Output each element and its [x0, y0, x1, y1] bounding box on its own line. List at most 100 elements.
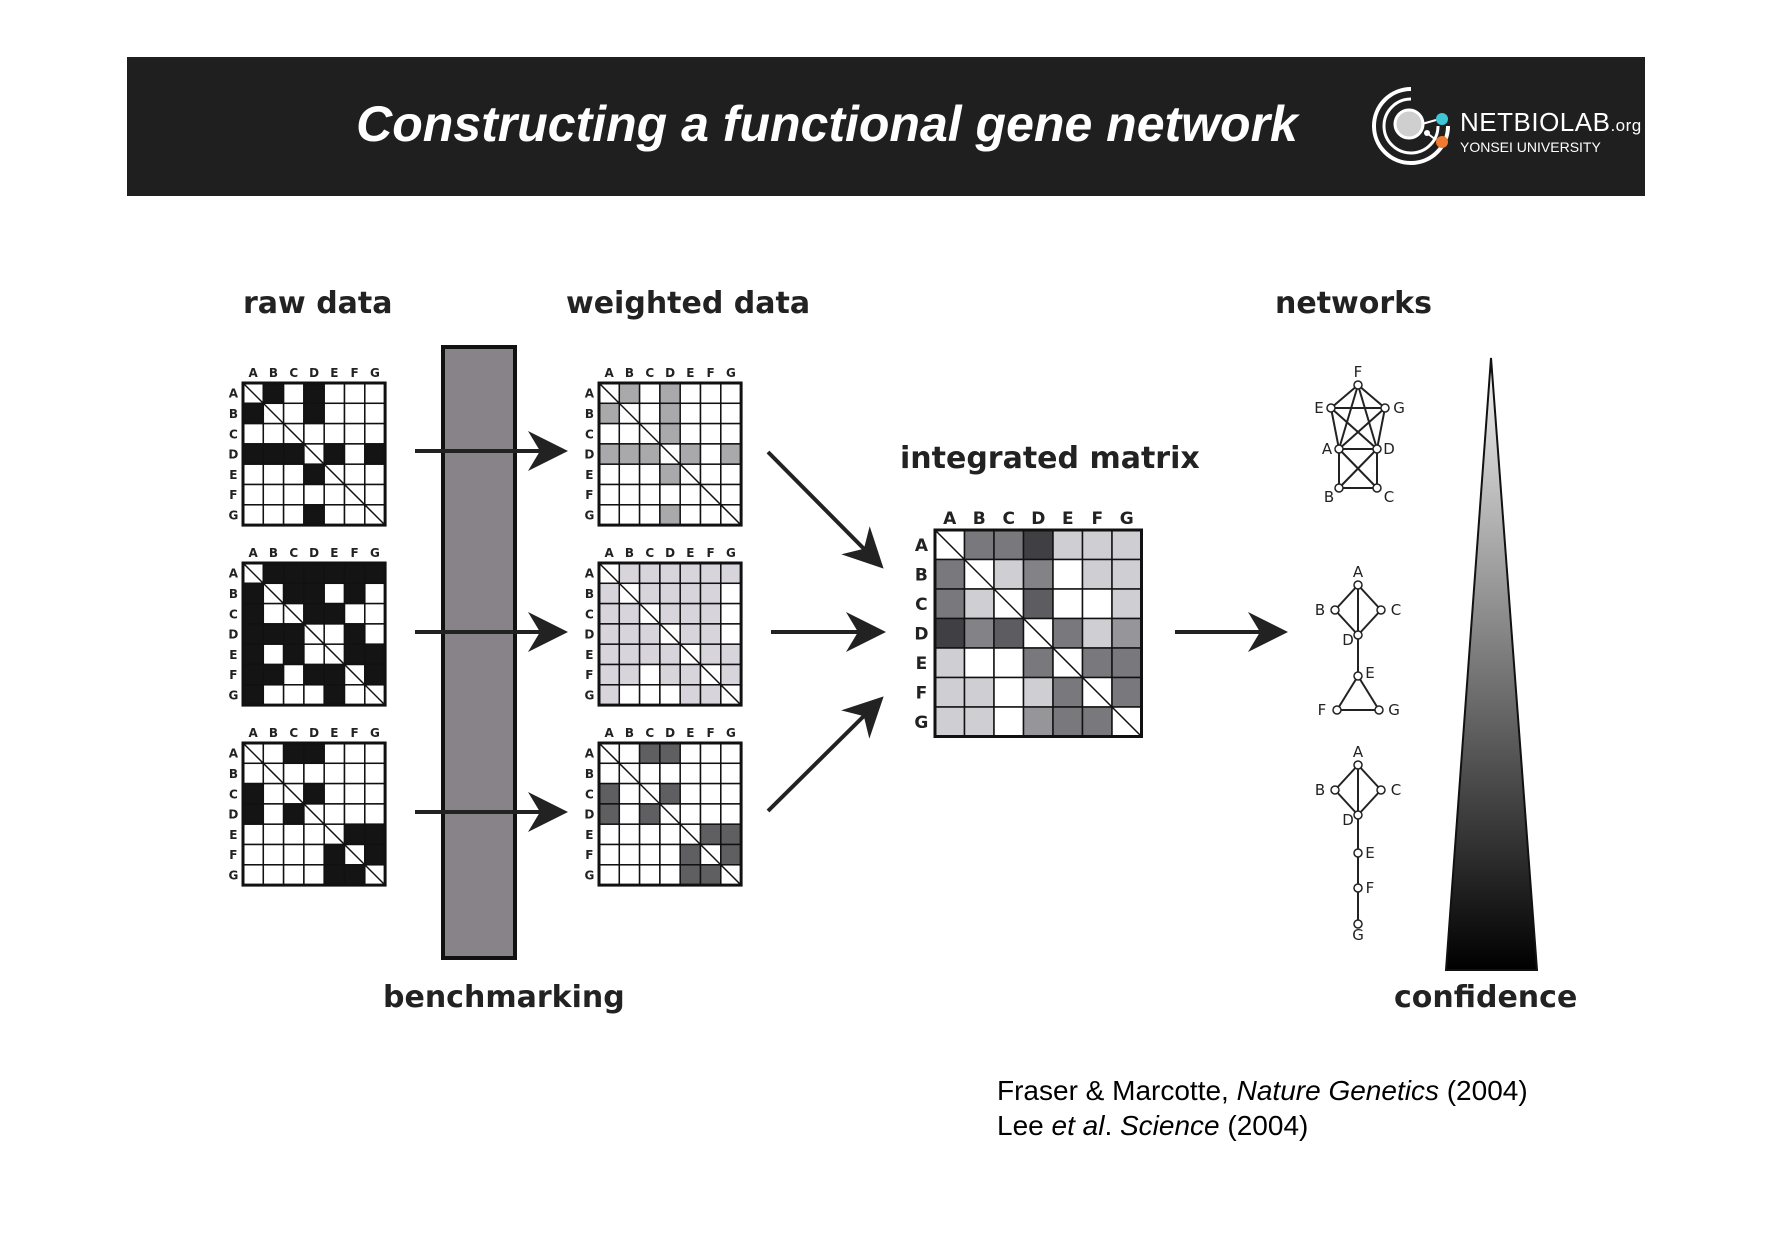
- row-label: G: [228, 509, 238, 523]
- matrix-cell: [659, 643, 681, 666]
- matrix-cell: [364, 443, 386, 465]
- matrix-cell: [242, 663, 265, 686]
- matrix-cell: [720, 602, 742, 625]
- matrix-cell: [262, 483, 285, 506]
- matrix-cell: [993, 676, 1025, 708]
- matrix-cell: [242, 782, 265, 805]
- matrix-cell: [638, 762, 661, 785]
- matrix-cell: [598, 623, 621, 645]
- matrix-cell: [343, 602, 366, 625]
- matrix-cell: [598, 422, 621, 445]
- row-label: E: [585, 828, 593, 842]
- network-node-label: G: [1352, 926, 1364, 944]
- matrix-cell: [638, 562, 661, 585]
- matrix-cell: [364, 602, 386, 625]
- matrix-cell: [303, 562, 325, 585]
- row-label: F: [585, 848, 593, 862]
- row-label: B: [229, 767, 238, 781]
- network-node: [1353, 883, 1363, 893]
- matrix-cell: [993, 558, 1025, 590]
- row-label: E: [229, 828, 237, 842]
- matrix-cell: [963, 617, 995, 649]
- column-label: E: [330, 366, 338, 380]
- network-edge: [1357, 584, 1382, 611]
- matrix-cell: [659, 422, 681, 445]
- network-node: [1334, 444, 1344, 454]
- matrix-cell: [343, 504, 366, 526]
- matrix-cell: [343, 643, 366, 666]
- matrix-cell: [262, 382, 285, 405]
- matrix-cell: [303, 843, 325, 866]
- matrix-cell: [1111, 588, 1143, 620]
- column-label: C: [645, 546, 654, 560]
- row-label: C: [229, 427, 238, 441]
- matrix-cell: [598, 402, 621, 425]
- network-node: [1326, 403, 1336, 413]
- matrix-cell: [343, 742, 366, 765]
- matrix-cell: [618, 382, 641, 405]
- matrix-cell: [618, 684, 641, 706]
- matrix-cell: [934, 588, 966, 620]
- matrix-cell: [282, 382, 305, 405]
- column-label: A: [943, 509, 957, 529]
- network-edge: [1334, 764, 1359, 791]
- matrix-cell: [638, 843, 661, 866]
- matrix-diagonal: [242, 382, 386, 526]
- matrix-cell: [364, 463, 386, 486]
- network-edge: [1338, 384, 1359, 450]
- matrix-cell: [1052, 706, 1084, 738]
- column-label: F: [351, 546, 359, 560]
- logo-name: NETBIOLAB: [1460, 107, 1611, 137]
- matrix-cell: [993, 529, 1025, 561]
- network-edge: [1334, 789, 1359, 816]
- matrix-cell: [343, 562, 366, 585]
- matrix-cell: [262, 823, 285, 846]
- matrix-cell: [364, 663, 386, 686]
- matrix-cell: [262, 422, 285, 445]
- row-label: A: [229, 747, 239, 761]
- column-label: G: [370, 366, 380, 380]
- matrix-cell: [282, 643, 305, 666]
- matrix-cell: [720, 823, 742, 846]
- matrix-cell: [262, 504, 285, 526]
- matrix-cell: [659, 402, 681, 425]
- network-node-label: A: [1353, 563, 1364, 581]
- matrix-cell: [659, 663, 681, 686]
- matrix-cell: [303, 402, 325, 425]
- row-label: A: [585, 747, 595, 761]
- matrix-diagonal: [598, 562, 742, 706]
- matrix-cell: [699, 762, 722, 785]
- column-label: A: [249, 366, 259, 380]
- matrix-cell: [1111, 647, 1143, 679]
- matrix-cell: [699, 643, 722, 666]
- row-label: C: [585, 427, 594, 441]
- matrix-cell: [679, 483, 702, 506]
- matrix-cell: [638, 504, 661, 526]
- matrix-cell: [598, 684, 621, 706]
- matrix-cell: [323, 402, 346, 425]
- row-label: F: [229, 668, 237, 682]
- matrix-cell: [659, 864, 681, 886]
- matrix-cell: [618, 803, 641, 825]
- matrix-cell: [699, 782, 722, 805]
- network-edge: [1357, 384, 1386, 409]
- row-label: A: [585, 567, 595, 581]
- row-label: F: [916, 684, 928, 704]
- matrix-cell: [720, 382, 742, 405]
- column-label: D: [665, 546, 675, 560]
- row-label: G: [584, 689, 594, 703]
- matrix-cell: [1081, 558, 1113, 590]
- matrix-diagonal: [242, 562, 386, 706]
- column-label: A: [605, 726, 615, 740]
- row-label: B: [915, 566, 928, 586]
- matrix-cell: [598, 643, 621, 666]
- row-label: G: [584, 509, 594, 523]
- network-node-label: F: [1366, 879, 1375, 897]
- weighted-matrices: AABBCCDDEEFFGGAABBCCDDEEFFGGAABBCCDDEEFF…: [584, 366, 743, 887]
